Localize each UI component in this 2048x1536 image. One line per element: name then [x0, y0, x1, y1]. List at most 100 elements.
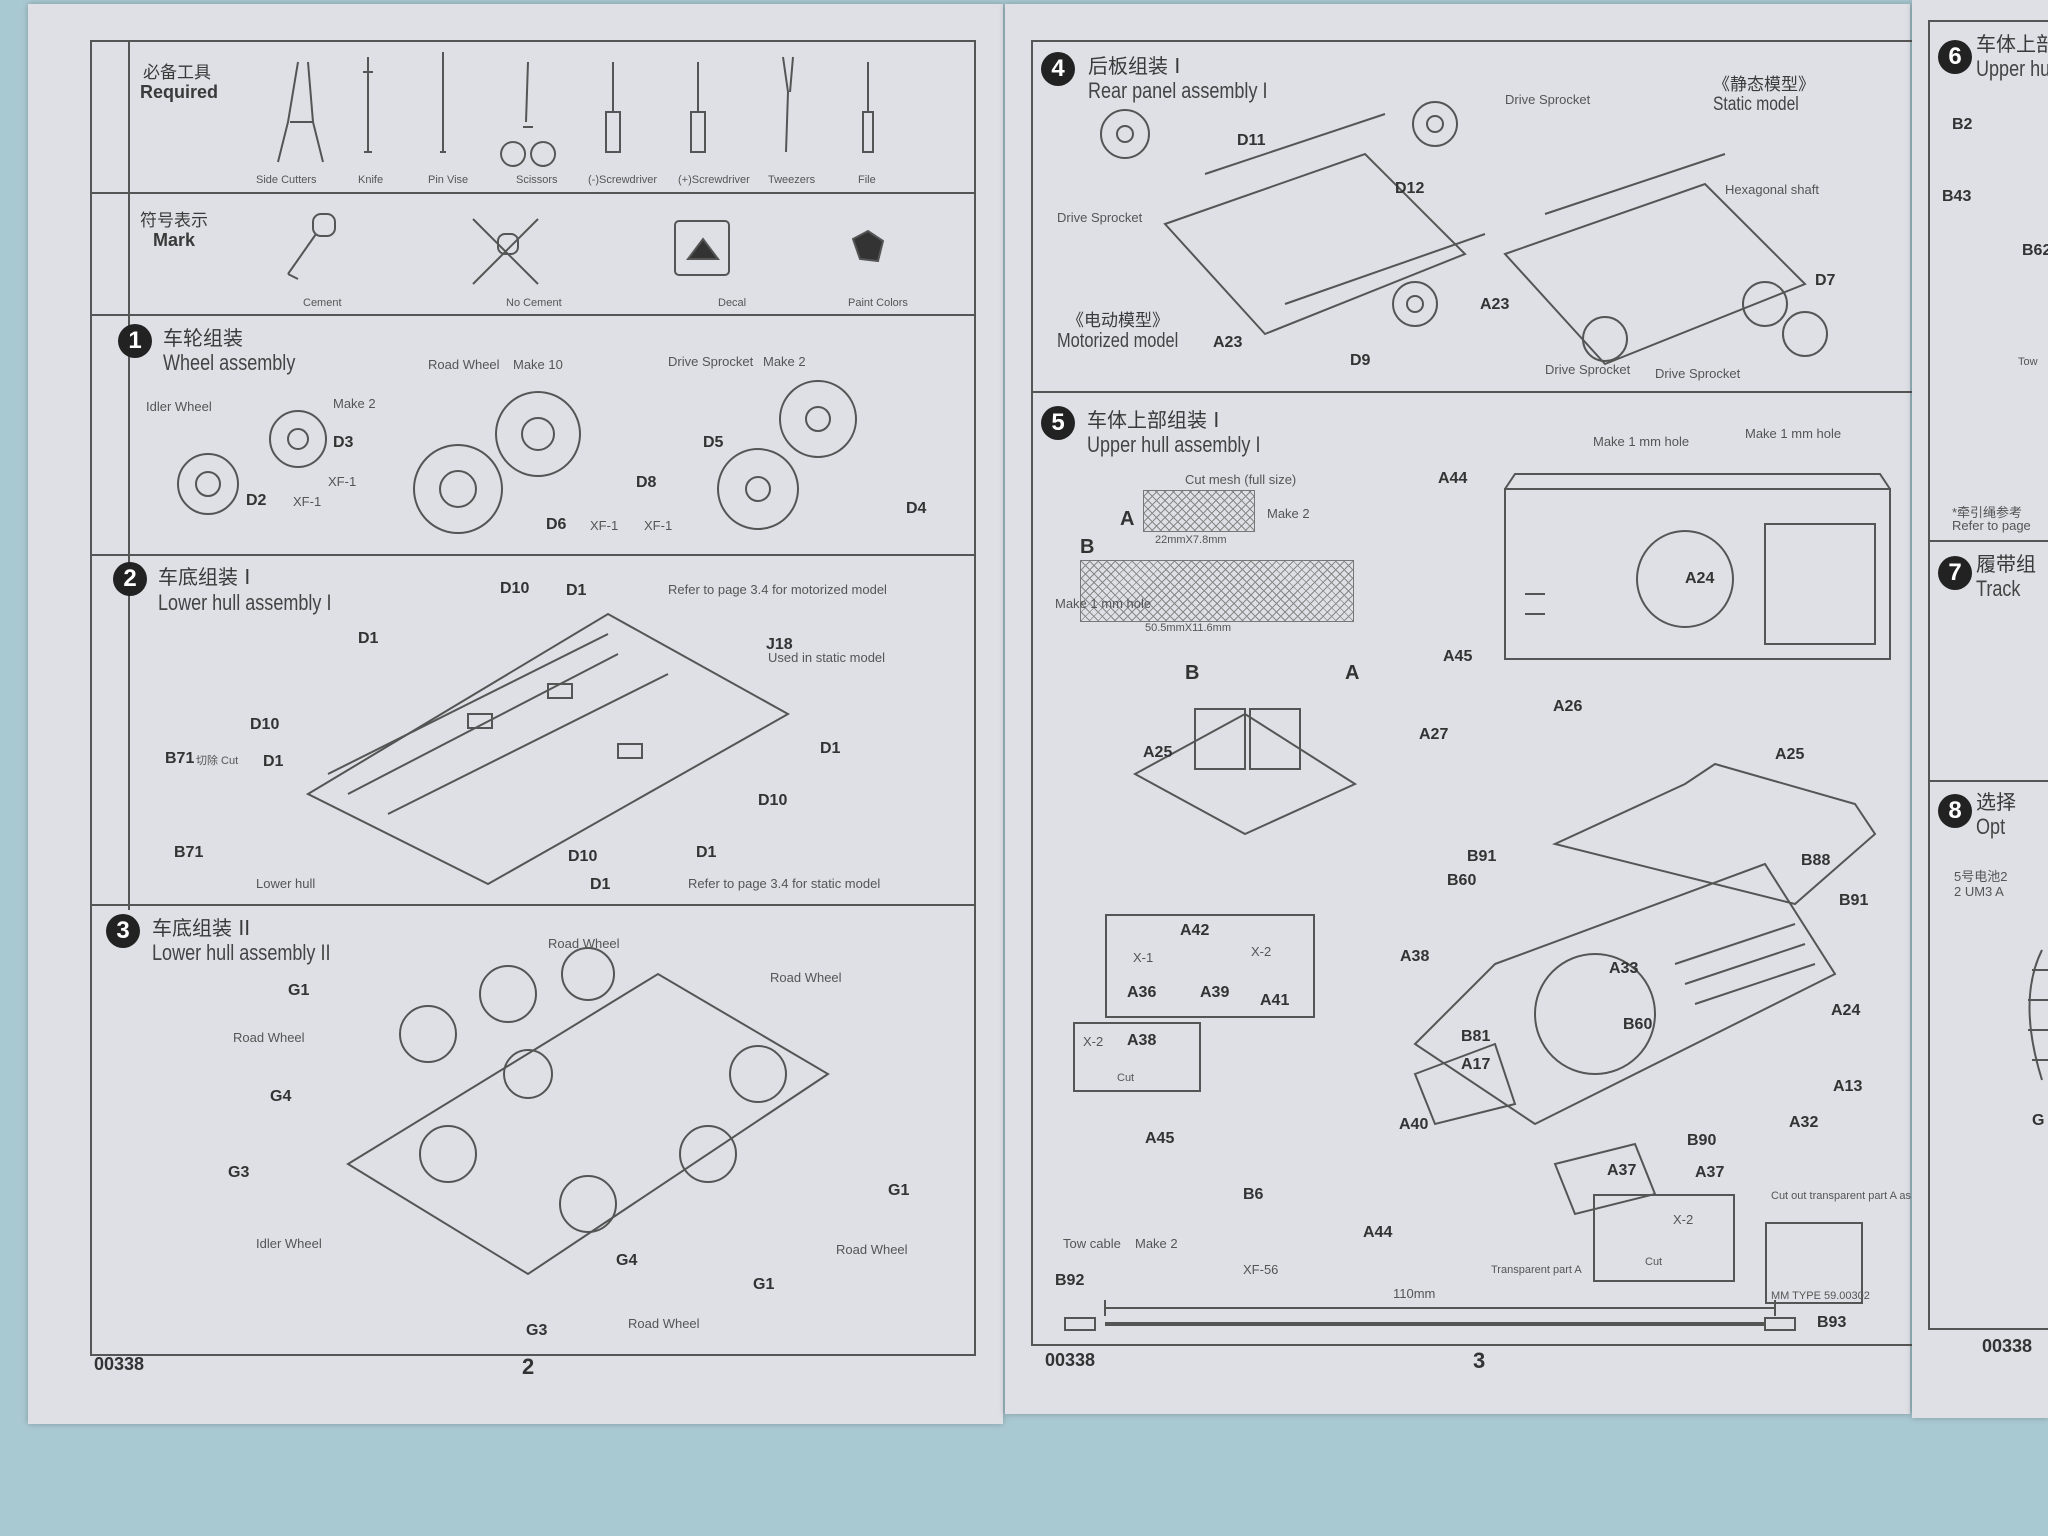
step-5-part-x2: X-2	[1251, 944, 1272, 959]
step-5-part-xf56: XF-56	[1243, 1262, 1279, 1277]
step-5-part-b91: B91	[1467, 848, 1497, 865]
step-5-part-a38b: A38	[1127, 1032, 1157, 1049]
tool-label-2: Pin Vise	[428, 174, 469, 186]
step-1-part-d5: D5	[703, 434, 724, 451]
step-5-part-b91b: B91	[1839, 892, 1869, 909]
step-4-number: 4	[1041, 52, 1075, 86]
third-part-b62: B62	[2022, 242, 2048, 259]
tools-title-cn: 必备工具	[143, 63, 211, 83]
third-part-b43: B43	[1942, 188, 1972, 205]
step-4-static-cn: 《静态模型》	[1713, 75, 1815, 95]
detail-box-a38	[1073, 1022, 1201, 1092]
step-2-part-0: D10	[500, 580, 530, 597]
step-2-part-11: D1	[696, 844, 717, 861]
step-5-part-a44b: A44	[1363, 1224, 1393, 1241]
step-4-motor-cn: 《电动模型》	[1067, 311, 1169, 331]
step-4-sprocket-1: Drive Sprocket	[1057, 210, 1143, 225]
third-part-g: G	[2032, 1112, 2045, 1129]
step-2-lower-hull	[305, 612, 791, 886]
step-2-part-2: D1	[358, 630, 379, 647]
step-4-sprocket-2: Drive Sprocket	[1505, 92, 1591, 107]
step-2-lower: Lower hull	[256, 876, 316, 891]
step-2-title-cn: 车底组装 I	[158, 565, 251, 589]
step-5-number: 5	[1041, 406, 1075, 440]
step-3-title-en: Lower hull assembly II	[152, 940, 331, 965]
step-4-part-d9: D9	[1350, 352, 1371, 369]
step-2-note2: Used in static model	[768, 650, 886, 665]
step-3-part-6: G3	[526, 1322, 548, 1339]
step-5-part-x2b: X-2	[1083, 1034, 1104, 1049]
step-5-hole-3: Make 1 mm hole	[1055, 596, 1152, 611]
detail-box-mm	[1765, 1222, 1863, 1304]
step-3-title-cn: 车底组装 II	[152, 916, 251, 940]
step-5-part-b90: B90	[1687, 1132, 1717, 1149]
step-2-part-9: B71	[174, 844, 204, 861]
step-5-part-b81: B81	[1461, 1028, 1491, 1045]
step-5-part-a24: A24	[1685, 570, 1715, 587]
step-2-part-7: B71	[165, 750, 195, 767]
step-5-upper-hull-top	[1504, 473, 1891, 660]
step-5-rear-deck	[1132, 708, 1358, 836]
step-5-part-x2c: X-2	[1673, 1212, 1694, 1227]
step-5-part-a37b: A37	[1695, 1164, 1725, 1181]
step-1-part-xf1b: XF-1	[293, 494, 322, 509]
step-3-lower-hull	[346, 947, 830, 1276]
right-footer-code: 00338	[1045, 1350, 1096, 1370]
step-1-sprocket: Drive Sprocket	[668, 354, 754, 369]
step-1-title-cn: 车轮组装	[163, 326, 243, 350]
tool-label-1: Knife	[358, 174, 384, 186]
step-5-part-a26: A26	[1553, 698, 1583, 715]
tool-label-7: File	[858, 174, 876, 186]
step-6-title-en: Upper hu	[1976, 56, 2048, 81]
step-5-part-a42: A42	[1180, 922, 1210, 939]
step-1-part-d8: D8	[636, 474, 657, 491]
left-page: 必备工具 Required Side Cutters Knife Pin Vis…	[28, 4, 1003, 1424]
step-5-part-b60: B60	[1447, 872, 1477, 889]
step-5-part-a32: A32	[1789, 1114, 1819, 1131]
step-3-part-4: G1	[888, 1182, 910, 1199]
step-2-part-12: D1	[590, 876, 611, 893]
mark-label-1: No Cement	[506, 297, 562, 309]
third-battery-en: 2 UM3 A	[1954, 884, 2004, 899]
step-5-cut-2: Cut	[1645, 1256, 1663, 1268]
tool-label-3: Scissors	[516, 174, 558, 186]
mark-label-2: Decal	[718, 297, 747, 309]
step-5-transparent: Transparent part A	[1491, 1264, 1582, 1276]
step-7-title-en: Track	[1976, 576, 2021, 601]
detail-box-a42	[1105, 914, 1315, 1018]
step-8-number: 8	[1938, 794, 1972, 828]
step-1-make2b: Make 2	[763, 354, 806, 369]
marks-title-cn: 符号表示	[140, 211, 208, 231]
step-2-cut: 切除 Cut	[196, 755, 239, 767]
step-1-part-d2: D2	[246, 492, 267, 509]
left-page-frame	[90, 40, 976, 1356]
step-5-part-a41: A41	[1260, 992, 1290, 1009]
step-1-road: Road Wheel	[428, 357, 500, 372]
left-page-number: 2	[522, 1354, 535, 1379]
step-1-number: 1	[118, 324, 152, 358]
step-5-main-deck	[1413, 762, 1877, 1216]
step-1-part-d4: D4	[906, 500, 927, 517]
step-5-part-a39: A39	[1200, 984, 1230, 1001]
step-3-part-5: G1	[753, 1276, 775, 1293]
step-5-hole-2: Make 1 mm hole	[1745, 426, 1842, 441]
tool-label-4: (-)Screwdriver	[588, 174, 658, 186]
step-2-part-4: D10	[250, 716, 280, 733]
step-4-hex: Hexagonal shaft	[1725, 182, 1819, 197]
step-4-part-d7: D7	[1815, 272, 1836, 289]
tools-title-en: Required	[140, 82, 219, 102]
right-page: 4 后板组装 I Rear panel assembly I 《静态模型》 St…	[1005, 4, 1946, 1414]
tools-illustrations	[277, 52, 874, 167]
step-5-part-b: B	[1185, 662, 1200, 684]
marks-title-en: Mark	[153, 230, 196, 250]
step-2-part-5: D1	[263, 753, 284, 770]
step-5-part-x1: X-1	[1133, 950, 1154, 965]
step-5-part-b60b: B60	[1623, 1016, 1653, 1033]
step-4-part-d12: D12	[1395, 180, 1425, 197]
step-3-part-2: G3	[228, 1164, 250, 1181]
no-cement-icon	[472, 218, 539, 285]
step-5-part-a27: A27	[1419, 726, 1449, 743]
step-3-road-3: Road Wheel	[233, 1030, 305, 1045]
mesh-b	[1080, 560, 1354, 622]
step-4-motor-en: Motorized model	[1057, 330, 1179, 352]
